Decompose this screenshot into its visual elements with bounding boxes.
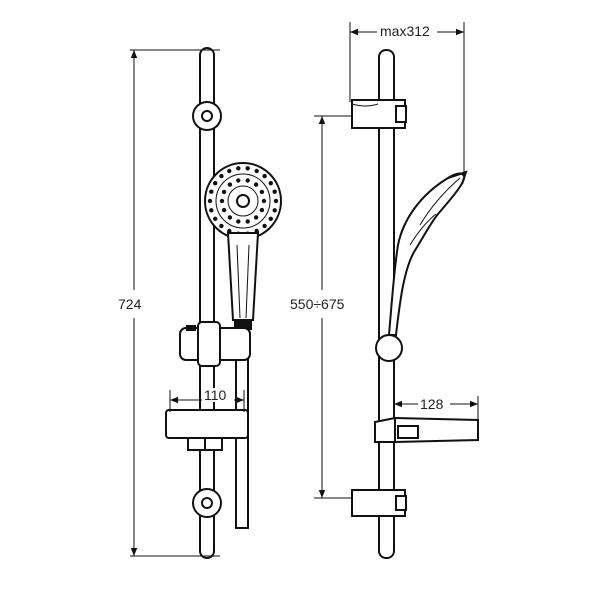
nozzle-dot	[273, 198, 279, 204]
side-view: max312 550÷675 128	[286, 22, 479, 559]
nozzle-dot	[268, 216, 273, 221]
nozzle-dot	[227, 182, 233, 187]
front-rail	[199, 47, 215, 559]
side-bottom-bracket	[351, 489, 407, 517]
front-shelf	[165, 409, 249, 451]
nozzle-dot	[207, 198, 213, 204]
nozzle-dot	[213, 216, 218, 221]
dim-550-675-label: 550÷675	[290, 296, 345, 312]
front-shower-head	[204, 162, 282, 240]
nozzle-dot	[254, 168, 259, 174]
nozzle-dot	[245, 178, 250, 183]
front-shower-handle	[226, 232, 260, 321]
dim-724: 724	[118, 49, 220, 557]
dim-max312-label: max312	[380, 23, 430, 39]
side-top-bracket	[351, 99, 407, 129]
nozzle-dot	[213, 181, 218, 186]
nozzle-dot	[261, 198, 267, 204]
dim-128: 128	[393, 395, 479, 420]
nozzle-dot	[272, 208, 277, 213]
nozzle-dot	[259, 207, 265, 213]
nozzle-dot	[219, 223, 224, 229]
nozzle-dot	[268, 181, 273, 186]
nozzle-dot	[253, 182, 259, 187]
nozzle-dot	[236, 178, 241, 183]
nozzle-dot	[262, 223, 267, 229]
nozzle-dot	[227, 215, 233, 220]
side-slider	[375, 334, 403, 362]
nozzle-dot	[236, 219, 241, 224]
nozzle-dot	[259, 189, 265, 195]
side-shower-profile	[387, 172, 466, 336]
nozzle-dot	[209, 208, 214, 213]
dim-550-675: 550÷675	[286, 115, 356, 499]
nozzle-dot	[262, 173, 267, 179]
nozzle-dot	[221, 189, 227, 195]
front-top-bracket	[192, 101, 222, 131]
dim-max312: max312	[349, 22, 465, 176]
dim-128-label: 128	[420, 396, 444, 412]
dim-110: 110	[169, 387, 245, 412]
nozzle-dot	[236, 166, 241, 171]
nozzle-dot	[245, 219, 250, 224]
dim-724-label: 724	[118, 296, 142, 312]
side-shelf	[374, 416, 479, 443]
front-handle-nut	[234, 320, 252, 330]
nozzle-dot	[209, 189, 214, 194]
front-slider	[179, 321, 251, 367]
nozzle-dot	[219, 173, 224, 179]
front-bottom-bracket	[192, 488, 222, 518]
nozzle-dot	[219, 198, 225, 204]
nozzle-dot	[253, 215, 259, 220]
nozzle-dot	[221, 207, 227, 213]
dim-110-label: 110	[204, 387, 227, 403]
nozzle-dot	[272, 189, 277, 194]
nozzle-dot	[245, 166, 250, 171]
nozzle-dot	[227, 168, 232, 174]
front-view: 724 110	[118, 47, 282, 559]
